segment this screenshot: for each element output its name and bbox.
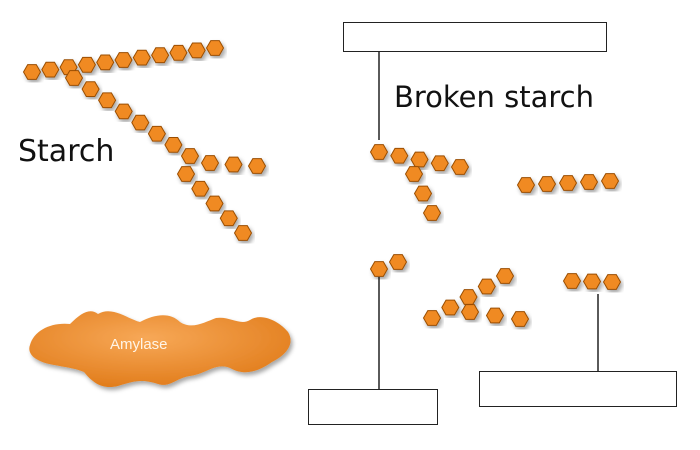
glucose-unit-icon	[176, 166, 196, 182]
glucose-unit-icon	[77, 56, 96, 73]
glucose-unit-icon	[151, 47, 170, 64]
glucose-unit-icon	[422, 205, 442, 221]
glucose-unit-icon	[131, 114, 150, 131]
glucose-unit-icon	[205, 40, 225, 56]
glucose-unit-icon	[537, 176, 557, 192]
glucose-unit-icon	[205, 195, 224, 212]
glucose-unit-icon	[147, 125, 166, 142]
connector-lines	[378, 52, 599, 389]
glucose-unit-icon	[404, 166, 424, 182]
glucose-unit-icon	[369, 144, 389, 160]
glucose-unit-icon	[41, 61, 60, 78]
glucose-unit-icon	[495, 268, 515, 284]
glucose-unit-icon	[169, 44, 188, 61]
answer-box-bottom-right[interactable]	[479, 371, 677, 407]
glucose-unit-icon	[96, 54, 115, 71]
answer-box-bottom-left[interactable]	[308, 389, 438, 425]
glucose-unit-icon	[180, 148, 200, 164]
glucose-unit-icon	[602, 274, 622, 290]
glucose-unit-icon	[390, 147, 409, 164]
glucose-unit-icon	[219, 210, 238, 227]
amylase-label: Amylase	[110, 336, 168, 353]
glucose-unit-icon	[562, 273, 582, 289]
starch-molecule	[22, 40, 267, 241]
glucose-unit-icon	[450, 159, 470, 175]
glucose-unit-icon	[233, 225, 253, 241]
glucose-unit-icon	[441, 299, 460, 316]
glucose-unit-icon	[579, 174, 599, 190]
glucose-unit-icon	[187, 42, 206, 59]
glucose-unit-icon	[388, 254, 408, 270]
glucose-unit-icon	[369, 261, 389, 277]
glucose-unit-icon	[430, 155, 449, 172]
glucose-unit-icon	[558, 175, 578, 191]
glucose-unit-icon	[600, 173, 620, 189]
glucose-unit-icon	[200, 155, 220, 171]
answer-box-top[interactable]	[343, 22, 607, 52]
glucose-unit-icon	[510, 311, 530, 327]
glucose-unit-icon	[410, 151, 429, 168]
broken-starch-label: Broken starch	[394, 80, 594, 114]
starch-label: Starch	[18, 134, 115, 169]
glucose-unit-icon	[81, 81, 100, 97]
glucose-unit-icon	[114, 52, 133, 68]
glucose-unit-icon	[422, 310, 442, 326]
glucose-unit-icon	[582, 273, 602, 290]
glucose-unit-icon	[516, 177, 536, 193]
glucose-unit-icon	[477, 278, 496, 295]
glucose-unit-icon	[164, 137, 183, 153]
glucose-unit-icon	[98, 92, 117, 109]
glucose-unit-icon	[224, 156, 243, 173]
glucose-unit-icon	[191, 180, 210, 197]
glucose-unit-icon	[64, 70, 84, 86]
glucose-unit-icon	[485, 307, 505, 324]
glucose-unit-icon	[114, 103, 133, 120]
glucose-unit-icon	[132, 49, 151, 66]
amylase-enzyme	[29, 311, 291, 388]
glucose-unit-icon	[459, 289, 478, 305]
broken-starch-fragments	[369, 144, 622, 327]
glucose-unit-icon	[22, 64, 42, 80]
glucose-unit-icon	[460, 304, 480, 320]
glucose-unit-icon	[413, 185, 433, 202]
glucose-unit-icon	[247, 158, 267, 174]
